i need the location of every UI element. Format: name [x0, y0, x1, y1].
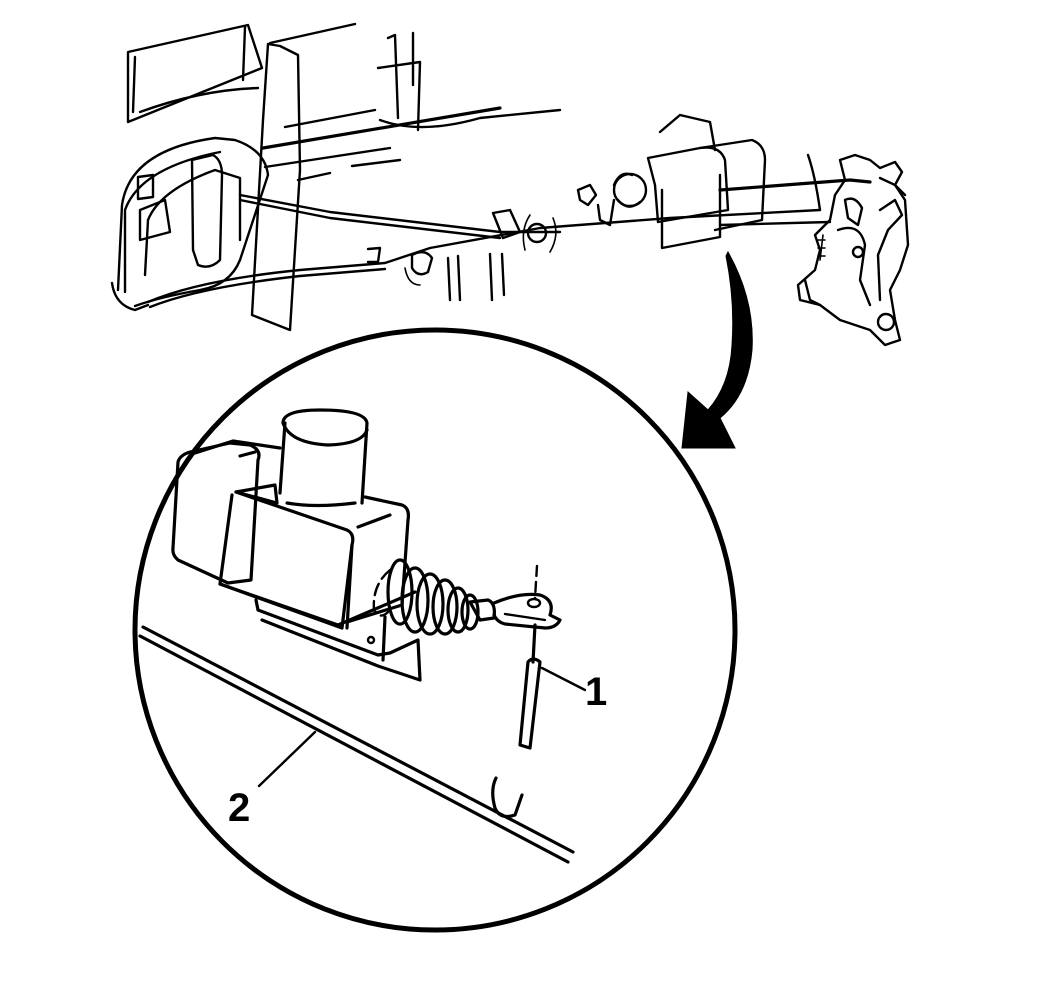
detail-pointer-arrow — [681, 250, 753, 449]
callout-1-leader — [540, 666, 587, 692]
latch-assembly — [796, 153, 910, 347]
callout-1-label: 1 — [585, 670, 608, 714]
callout-2-label: 2 — [228, 786, 251, 830]
callout-2-leader — [257, 730, 317, 788]
lock-actuator — [171, 408, 422, 682]
lock-rod — [138, 625, 575, 864]
door-overview — [110, 22, 910, 449]
detail-view — [132, 327, 738, 933]
actuator-boot — [386, 558, 480, 636]
rod-clip — [491, 623, 542, 819]
detail-circle-border — [132, 327, 738, 933]
